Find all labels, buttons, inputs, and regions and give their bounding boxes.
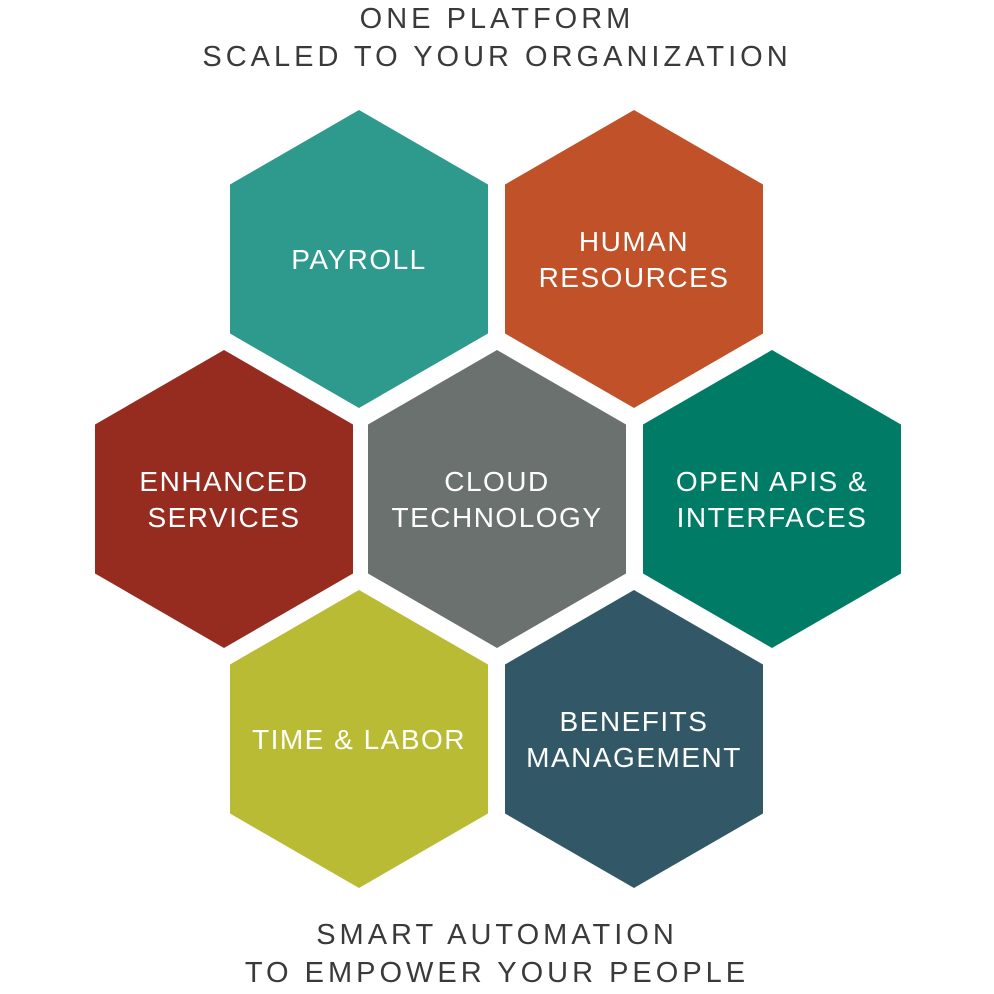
hexagon-label: CLOUD bbox=[444, 466, 550, 497]
footer-line-2: TO EMPOWER YOUR PEOPLE bbox=[244, 957, 750, 989]
hexagon-human-resources: HUMAN RESOURCES bbox=[505, 110, 763, 408]
hexagon-open-apis-interfaces: OPEN APIS & INTERFACES bbox=[643, 350, 901, 648]
hexagon-label: RESOURCES bbox=[539, 262, 730, 293]
hexagon-label: INTERFACES bbox=[677, 502, 868, 533]
hexagon-label: HUMAN bbox=[579, 226, 689, 257]
hexagon-label: SERVICES bbox=[147, 502, 300, 533]
hexagon-cloud-technology: CLOUD TECHNOLOGY bbox=[368, 350, 626, 648]
hexagon-shape bbox=[368, 350, 626, 648]
hexagon-shape bbox=[230, 110, 488, 408]
hexagon-shape bbox=[95, 350, 353, 648]
hexagon-label: OPEN APIS & bbox=[676, 466, 868, 497]
hexagon-label: TECHNOLOGY bbox=[391, 502, 602, 533]
header-line-2: SCALED TO YOUR ORGANIZATION bbox=[202, 41, 792, 73]
header-line-1: ONE PLATFORM bbox=[359, 3, 635, 35]
hexagon-shape bbox=[505, 110, 763, 408]
hexagon-shape bbox=[643, 350, 901, 648]
hexagon-label: BENEFITS bbox=[560, 706, 709, 737]
hexagon-benefits-management: BENEFITS MANAGEMENT bbox=[505, 590, 763, 888]
hexagon-label: ENHANCED bbox=[139, 466, 308, 497]
hexagon-label: PAYROLL bbox=[291, 244, 427, 275]
hexagon-payroll: PAYROLL bbox=[230, 110, 488, 408]
hexagon-enhanced-services: ENHANCED SERVICES bbox=[95, 350, 353, 648]
hexagon-shape bbox=[505, 590, 763, 888]
hexagon-label: TIME & LABOR bbox=[252, 724, 466, 755]
hexagon-time-labor: TIME & LABOR bbox=[230, 590, 488, 888]
footer-caption: SMART AUTOMATION TO EMPOWER YOUR PEOPLE bbox=[0, 916, 994, 992]
footer-line-1: SMART AUTOMATION bbox=[316, 919, 678, 951]
header-caption: ONE PLATFORM SCALED TO YOUR ORGANIZATION bbox=[0, 0, 994, 76]
hexagon-label: MANAGEMENT bbox=[526, 742, 742, 773]
hexagon-shape bbox=[230, 590, 488, 888]
